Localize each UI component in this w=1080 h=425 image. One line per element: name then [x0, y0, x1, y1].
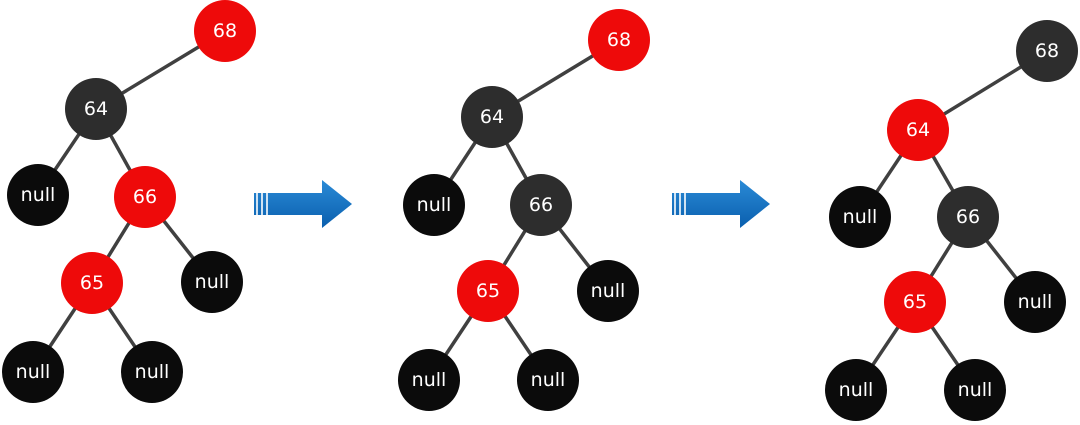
node-label: null — [839, 379, 874, 401]
node-circle — [121, 341, 183, 403]
node-label: 68 — [607, 29, 631, 51]
node-label: 68 — [1035, 40, 1059, 62]
node-circle — [194, 0, 256, 62]
node-label: 66 — [529, 194, 553, 216]
node-circle — [588, 9, 650, 71]
node-null-d: null — [121, 341, 183, 403]
node-circle — [887, 99, 949, 161]
node-null-b: null — [577, 260, 639, 322]
node-n68: 68 — [588, 9, 650, 71]
node-label: null — [591, 280, 626, 302]
node-null-a: null — [829, 186, 891, 248]
node-n68: 68 — [194, 0, 256, 62]
node-null-b: null — [1004, 271, 1066, 333]
node-n65: 65 — [457, 260, 519, 322]
node-circle — [457, 260, 519, 322]
node-n66: 66 — [510, 174, 572, 236]
node-circle — [398, 349, 460, 411]
node-label: null — [958, 379, 993, 401]
node-null-b: null — [181, 251, 243, 313]
node-n68: 68 — [1016, 20, 1078, 82]
node-label: 64 — [906, 119, 930, 141]
node-n65: 65 — [884, 271, 946, 333]
node-label: 65 — [476, 280, 500, 302]
node-circle — [825, 359, 887, 421]
node-label: null — [843, 206, 878, 228]
node-label: 64 — [480, 106, 504, 128]
node-circle — [2, 341, 64, 403]
node-circle — [403, 174, 465, 236]
node-circle — [114, 166, 176, 228]
node-label: 64 — [84, 98, 108, 120]
node-circle — [7, 164, 69, 226]
node-label: 66 — [133, 186, 157, 208]
node-null-c: null — [398, 349, 460, 411]
node-circle — [884, 271, 946, 333]
node-label: 65 — [80, 272, 104, 294]
node-label: null — [195, 271, 230, 293]
node-circle — [510, 174, 572, 236]
node-null-c: null — [825, 359, 887, 421]
node-label: null — [135, 361, 170, 383]
node-label: 65 — [903, 291, 927, 313]
arrow-shape — [254, 180, 352, 228]
node-null-a: null — [7, 164, 69, 226]
node-label: 68 — [213, 20, 237, 42]
tree-3: 68 64 null 66 65 null null null — [825, 20, 1078, 421]
transition-arrow-2 — [672, 180, 770, 228]
node-circle — [517, 349, 579, 411]
arrow-shape — [672, 180, 770, 228]
node-null-c: null — [2, 341, 64, 403]
node-circle — [937, 186, 999, 248]
node-circle — [461, 86, 523, 148]
node-n66: 66 — [937, 186, 999, 248]
node-circle — [1016, 20, 1078, 82]
node-label: null — [1018, 291, 1053, 313]
node-label: null — [412, 369, 447, 391]
node-null-d: null — [517, 349, 579, 411]
node-null-d: null — [944, 359, 1006, 421]
node-null-a: null — [403, 174, 465, 236]
node-label: 66 — [956, 206, 980, 228]
node-label: null — [531, 369, 566, 391]
node-circle — [1004, 271, 1066, 333]
node-circle — [65, 78, 127, 140]
node-circle — [944, 359, 1006, 421]
tree-1: 68 64 null 66 65 null null null — [2, 0, 256, 403]
node-circle — [577, 260, 639, 322]
node-n66: 66 — [114, 166, 176, 228]
arrows-layer — [254, 180, 770, 228]
transition-arrow-1 — [254, 180, 352, 228]
node-label: null — [417, 194, 452, 216]
node-circle — [61, 252, 123, 314]
node-label: null — [16, 361, 51, 383]
node-circle — [829, 186, 891, 248]
node-n64: 64 — [461, 86, 523, 148]
node-n65: 65 — [61, 252, 123, 314]
node-n64: 64 — [65, 78, 127, 140]
tree-2: 68 64 null 66 65 null null null — [398, 9, 650, 411]
node-label: null — [21, 184, 56, 206]
node-circle — [181, 251, 243, 313]
node-n64: 64 — [887, 99, 949, 161]
